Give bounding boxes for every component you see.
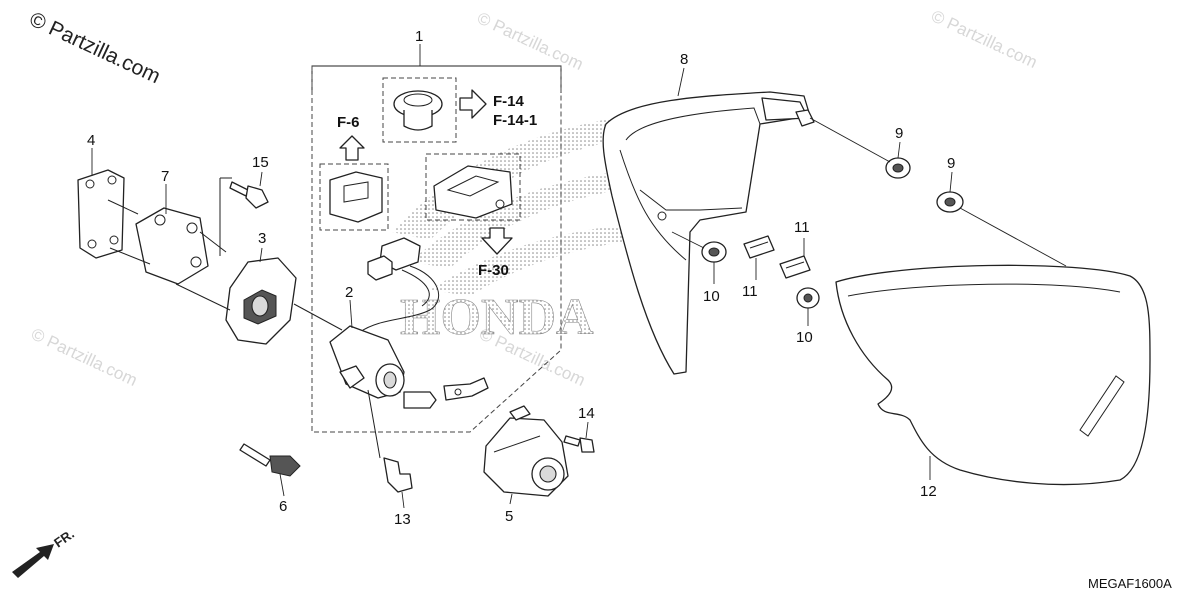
callout-8: 8 (680, 51, 688, 68)
right-side-cover-part (835, 264, 1151, 486)
callout-1: 1 (415, 28, 423, 45)
assembly-bracket (311, 44, 562, 433)
callout-5: 5 (505, 508, 513, 525)
front-direction-indicator: FR. (12, 526, 77, 578)
front-marker-label: FR. (51, 526, 77, 550)
cushion-part (743, 235, 775, 259)
honda-wordmark: HONDA (400, 289, 594, 346)
callout-3: 3 (258, 230, 266, 247)
bolt-part (367, 389, 413, 493)
watermark-text: © Partzilla.com (28, 324, 140, 390)
reference-box-f14 (382, 77, 457, 143)
callout-6: 6 (279, 498, 287, 515)
callout-13: 13 (394, 511, 411, 528)
callout-9b: 9 (947, 155, 955, 172)
diagram-code: MEGAF1600A (1088, 576, 1172, 591)
cap-part (393, 90, 443, 131)
left-side-cover-part (602, 91, 815, 375)
ref-f30: F-30 (478, 262, 509, 279)
leader-lines (91, 67, 1067, 509)
watermark-text: © Partzilla.com (928, 6, 1040, 72)
wire-harness (359, 237, 440, 333)
arrow-up-icon (339, 135, 365, 161)
callout-12: 12 (920, 483, 937, 500)
callout-11b: 11 (794, 219, 810, 236)
cushion-part (779, 255, 811, 279)
front-arrow-icon (12, 544, 54, 578)
grommet-part (796, 287, 820, 309)
switch-cover-part (329, 171, 383, 223)
reference-box-f6 (319, 163, 389, 231)
arrow-down-icon (481, 227, 513, 255)
lock-cylinder-part (329, 325, 489, 409)
callout-2: 2 (345, 284, 353, 301)
callout-11a: 11 (742, 283, 758, 300)
ref-f14: F-14 (493, 93, 525, 110)
grommet-part (885, 157, 911, 179)
alignment-lines (107, 177, 343, 331)
lock-holder-part (225, 257, 297, 345)
callout-9a: 9 (895, 125, 903, 142)
mounting-bracket-part (135, 207, 209, 285)
honda-wing-logo: HONDA (392, 110, 684, 346)
watermark-text: © Partzilla.com (474, 8, 586, 74)
callout-15: 15 (252, 154, 269, 171)
base-plate-part (77, 169, 125, 259)
grommet-part (936, 191, 964, 213)
callout-10b: 10 (796, 329, 813, 346)
ref-f14-1: F-14-1 (493, 112, 537, 129)
callout-4: 4 (87, 132, 95, 149)
callout-14: 14 (578, 405, 595, 422)
lock-cover-part (483, 405, 569, 497)
callout-7: 7 (161, 168, 169, 185)
site-watermark: © Partzilla.com (26, 8, 164, 89)
key-blank-part (239, 443, 301, 477)
bolt-part (229, 181, 269, 209)
arrow-right-icon (459, 89, 487, 119)
grommet-part (701, 241, 727, 263)
ref-f6: F-6 (337, 114, 360, 131)
bracket-part (433, 165, 513, 219)
screw-part (563, 435, 595, 453)
callout-10a: 10 (703, 288, 720, 305)
